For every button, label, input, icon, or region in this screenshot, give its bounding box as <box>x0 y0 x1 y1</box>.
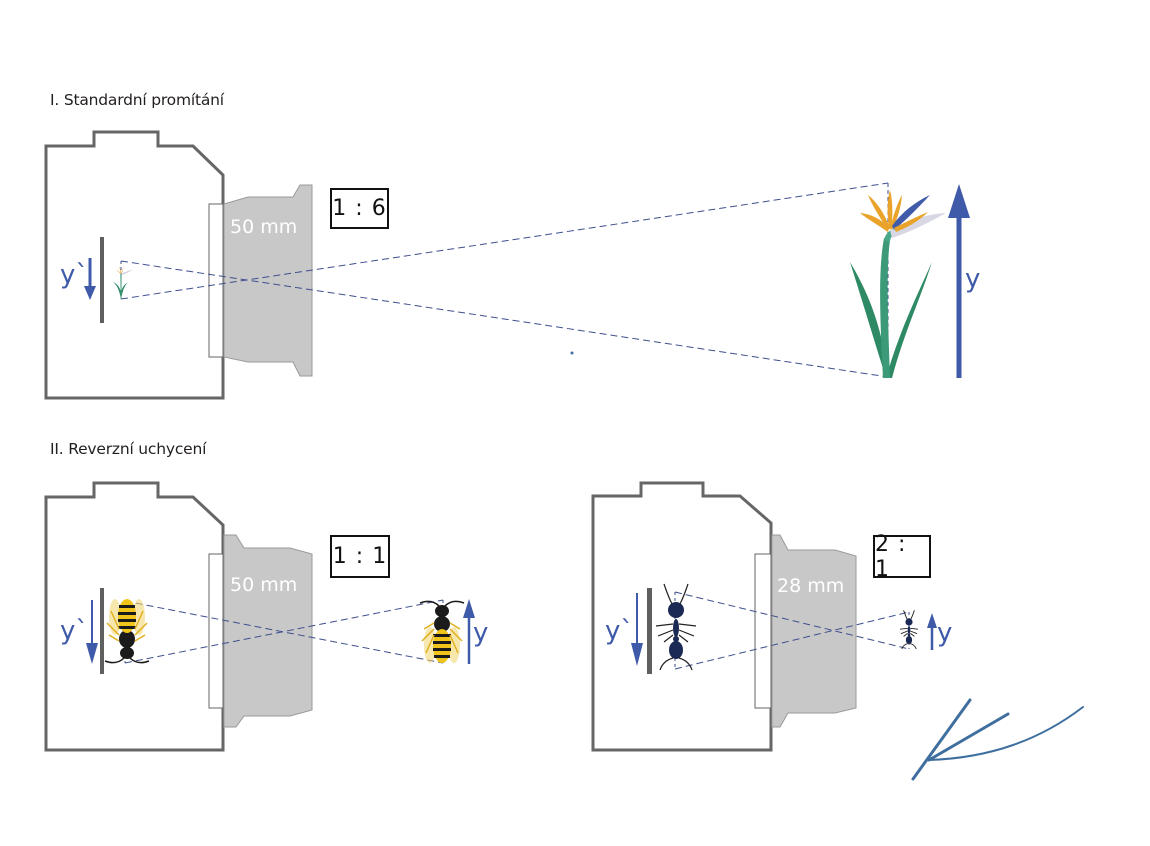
object-arrowhead-icon <box>463 599 475 618</box>
camera-reverse-50 <box>44 481 475 752</box>
lens-mount <box>754 553 772 709</box>
lens-icon <box>223 534 313 728</box>
image-size-label: y` <box>60 616 89 646</box>
focal-length-label: 50 mm <box>230 574 298 596</box>
wasp-object-icon <box>419 600 465 663</box>
ray-bottom <box>120 182 889 300</box>
ray-top <box>120 260 889 378</box>
magnification-ratio: 1 : 6 <box>330 188 389 229</box>
section-title-standard: I. Standardní promítání <box>50 91 224 109</box>
sensor <box>100 588 104 674</box>
lens-icon <box>223 184 313 377</box>
image-size-label: y` <box>60 260 89 290</box>
image-arrowhead-icon <box>86 643 98 664</box>
object-size-label: y <box>937 618 953 648</box>
object-size-label: y <box>473 618 489 648</box>
camera-reverse-28 <box>591 481 937 752</box>
magnification-ratio: 1 : 1 <box>330 535 390 578</box>
signature-icon <box>911 698 1084 781</box>
sensor <box>100 237 104 323</box>
ray-bottom <box>674 611 910 670</box>
lens-mount <box>208 203 224 358</box>
camera-body-icon <box>591 481 773 752</box>
object-arrowhead-icon <box>927 613 937 628</box>
ray-top <box>674 591 910 650</box>
wasp-image-icon <box>104 599 150 664</box>
camera-body-icon <box>44 130 225 400</box>
lens-mount <box>208 553 224 709</box>
object-arrowhead-icon <box>948 184 970 218</box>
image-arrowhead-icon <box>631 643 643 666</box>
image-arrowhead-icon <box>84 286 96 300</box>
camera-standard <box>44 130 970 400</box>
section-title-reverse: II. Reverzní uchycení <box>50 440 207 458</box>
ray-bottom <box>124 599 444 664</box>
ant-object-icon <box>899 610 919 650</box>
flower-object-icon <box>850 190 946 378</box>
object-size-label: y <box>965 264 981 294</box>
sensor <box>647 588 652 674</box>
magnification-ratio: 2 : 1 <box>873 532 931 582</box>
image-size-label: y` <box>605 616 634 646</box>
focal-length-label: 50 mm <box>230 216 298 238</box>
flower-image-small-icon <box>113 265 133 299</box>
focal-length-label: 28 mm <box>777 575 845 597</box>
lens-icon <box>771 534 857 728</box>
ray-top <box>124 600 444 664</box>
ant-image-icon <box>655 583 697 671</box>
stray-dot <box>570 351 574 355</box>
